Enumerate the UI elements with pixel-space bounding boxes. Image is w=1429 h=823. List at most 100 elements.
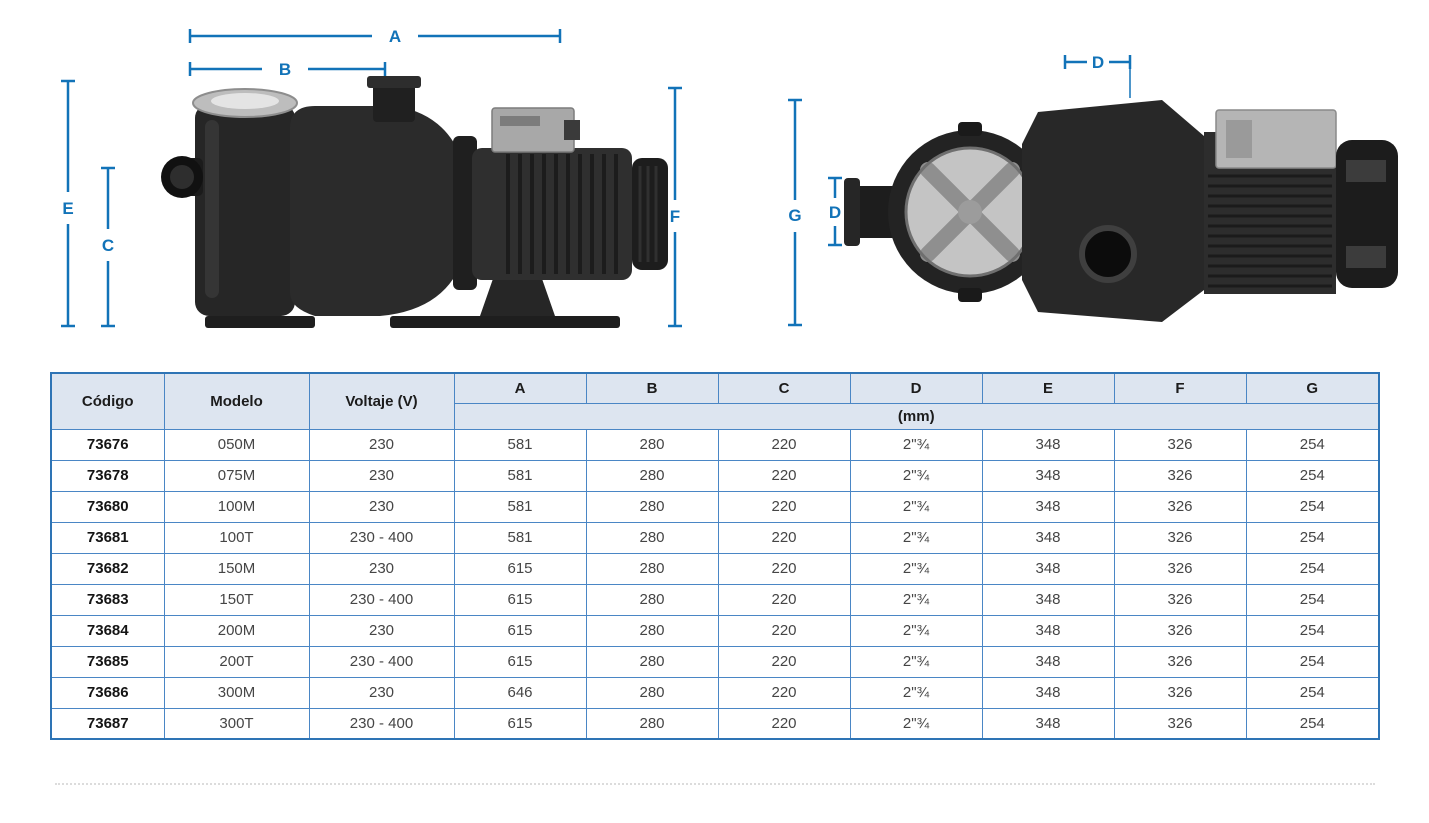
- cell-G: 254: [1245, 490, 1380, 523]
- cell-G: 254: [1245, 614, 1380, 647]
- cell-A: 581: [453, 521, 587, 554]
- cell-G: 254: [1245, 521, 1380, 554]
- cell-G: 254: [1245, 428, 1380, 461]
- cell-modelo: 050M: [163, 428, 310, 461]
- pump-side-silhouette: [161, 76, 668, 328]
- cell-A: 581: [453, 459, 587, 492]
- dimensions-table: Código Modelo Voltaje (V) A B C D E F G …: [50, 372, 1380, 740]
- cell-D: 2"¾: [849, 428, 983, 461]
- cell-voltaje: 230 - 400: [308, 645, 455, 678]
- cell-A: 581: [453, 428, 587, 461]
- body-port-ring: [1079, 225, 1137, 283]
- suction-flange-top: [844, 178, 860, 246]
- cell-voltaje: 230 - 400: [308, 521, 455, 554]
- pump-top-view-drawing: D G D: [788, 53, 1398, 327]
- motor-body: [472, 148, 632, 280]
- cell-B: 280: [585, 645, 719, 678]
- cell-modelo: 150M: [163, 552, 310, 585]
- dim-label-C: C: [102, 236, 114, 255]
- cell-D: 2"¾: [849, 521, 983, 554]
- cell-codigo: 73678: [50, 459, 165, 492]
- header-dim-g: G: [1245, 372, 1380, 404]
- dim-label-E: E: [62, 199, 73, 218]
- dim-label-G: G: [788, 206, 801, 225]
- cell-modelo: 100T: [163, 521, 310, 554]
- discharge-flange: [367, 76, 421, 88]
- dim-label-A: A: [389, 27, 401, 46]
- cell-G: 254: [1245, 552, 1380, 585]
- body-port: [1082, 228, 1134, 280]
- diffuser-ring: [453, 136, 477, 290]
- cell-D: 2"¾: [849, 552, 983, 585]
- header-dim-f: F: [1113, 372, 1247, 404]
- cell-F: 326: [1113, 490, 1247, 523]
- cell-A: 646: [453, 676, 587, 709]
- cell-F: 326: [1113, 614, 1247, 647]
- cell-D: 2"¾: [849, 490, 983, 523]
- cell-C: 220: [717, 459, 851, 492]
- strainer-pot: [195, 104, 295, 316]
- cell-D: 2"¾: [849, 459, 983, 492]
- cell-codigo: 73685: [50, 645, 165, 678]
- cell-E: 348: [981, 490, 1115, 523]
- cell-voltaje: 230: [308, 614, 455, 647]
- discharge-port: [373, 80, 415, 122]
- cell-voltaje: 230: [308, 428, 455, 461]
- cell-codigo: 73683: [50, 583, 165, 616]
- dim-label-F: F: [670, 207, 680, 226]
- cell-B: 280: [585, 676, 719, 709]
- cell-E: 348: [981, 645, 1115, 678]
- cell-B: 280: [585, 521, 719, 554]
- cell-codigo: 73686: [50, 676, 165, 709]
- cell-codigo: 73684: [50, 614, 165, 647]
- cell-F: 326: [1113, 707, 1247, 740]
- header-dim-e: E: [981, 372, 1115, 404]
- cell-G: 254: [1245, 707, 1380, 740]
- cell-codigo: 73687: [50, 707, 165, 740]
- cell-voltaje: 230 - 400: [308, 583, 455, 616]
- cell-E: 348: [981, 428, 1115, 461]
- fan-cover-slots: [638, 166, 658, 262]
- cell-voltaje: 230: [308, 676, 455, 709]
- bottom-divider: [55, 783, 1375, 785]
- cell-C: 220: [717, 707, 851, 740]
- pump-foot-rear: [390, 316, 620, 328]
- cell-E: 348: [981, 707, 1115, 740]
- cell-F: 326: [1113, 676, 1247, 709]
- pump-top-view-diagram: D G D: [770, 40, 1410, 345]
- lid-lug-bottom: [958, 288, 982, 302]
- cell-C: 220: [717, 583, 851, 616]
- cell-C: 220: [717, 645, 851, 678]
- pump-side-view-drawing: A B E C F: [61, 27, 682, 328]
- pump-side-view-diagram: A B E C F: [40, 8, 700, 358]
- fan-cover-slot-1: [1346, 160, 1386, 182]
- terminal-box-gland: [564, 120, 580, 140]
- strainer-lid-glass: [211, 93, 279, 109]
- header-dim-c: C: [717, 372, 851, 404]
- cell-modelo: 300T: [163, 707, 310, 740]
- fan-cover: [632, 158, 668, 270]
- cell-C: 220: [717, 614, 851, 647]
- cell-modelo: 150T: [163, 583, 310, 616]
- cell-modelo: 300M: [163, 676, 310, 709]
- dim-label-B: B: [279, 60, 291, 79]
- cell-voltaje: 230: [308, 552, 455, 585]
- header-codigo: Código: [50, 372, 165, 430]
- cell-F: 326: [1113, 552, 1247, 585]
- cell-codigo: 73681: [50, 521, 165, 554]
- cell-A: 615: [453, 583, 587, 616]
- cell-B: 280: [585, 583, 719, 616]
- cell-G: 254: [1245, 645, 1380, 678]
- cell-B: 280: [585, 428, 719, 461]
- cell-E: 348: [981, 614, 1115, 647]
- pump-volute-body: [290, 106, 470, 316]
